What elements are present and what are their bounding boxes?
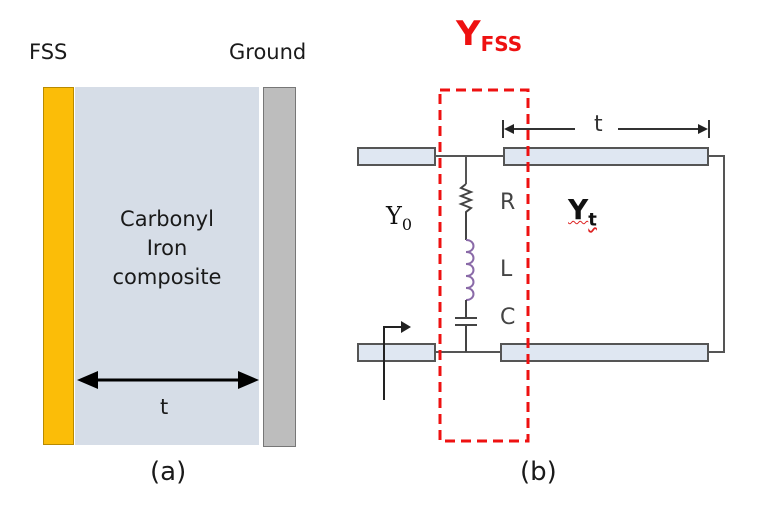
thickness-dimension-b <box>502 120 710 138</box>
wires <box>435 155 725 353</box>
y0-main: Y <box>386 202 402 230</box>
capacitor-label: C <box>500 305 516 330</box>
yt-label: Yt <box>568 193 597 231</box>
composite-line-2: Iron <box>146 236 188 260</box>
thickness-arrow-a <box>77 371 259 389</box>
thickness-label-a: t <box>160 395 169 419</box>
inductor-label: L <box>500 257 513 282</box>
yfss-title: YFSS <box>456 14 522 56</box>
inductor-symbol <box>465 239 475 301</box>
ground-label: Ground <box>229 40 307 64</box>
fss-label: FSS <box>29 40 68 64</box>
y0-label: Y0 <box>386 202 412 234</box>
caption-b: (b) <box>520 457 557 487</box>
y0-sub: 0 <box>401 214 413 234</box>
caption-a: (a) <box>150 457 187 487</box>
yt-sub: t <box>588 209 597 231</box>
input-line-top <box>357 147 436 166</box>
resistor-label: R <box>500 190 516 215</box>
thickness-label-b: t <box>594 112 603 137</box>
substrate-line-top <box>503 147 709 166</box>
yfss-main: Y <box>456 14 481 54</box>
composite-line-3: composite <box>112 265 222 289</box>
capacitor-symbol <box>455 300 477 352</box>
fss-layer <box>43 87 74 445</box>
yt-main: Y <box>568 193 589 226</box>
substrate-line-bottom <box>500 343 709 362</box>
yfss-sub: FSS <box>480 32 523 56</box>
composite-layer <box>75 87 259 445</box>
resistor-symbol <box>458 183 474 240</box>
port-arrow <box>383 321 411 400</box>
fss-dashed-box <box>438 88 530 443</box>
composite-text: Carbonyl Iron composite <box>75 205 259 292</box>
composite-line-1: Carbonyl <box>120 207 214 231</box>
input-line-bottom <box>357 343 436 362</box>
ground-layer <box>263 87 296 447</box>
